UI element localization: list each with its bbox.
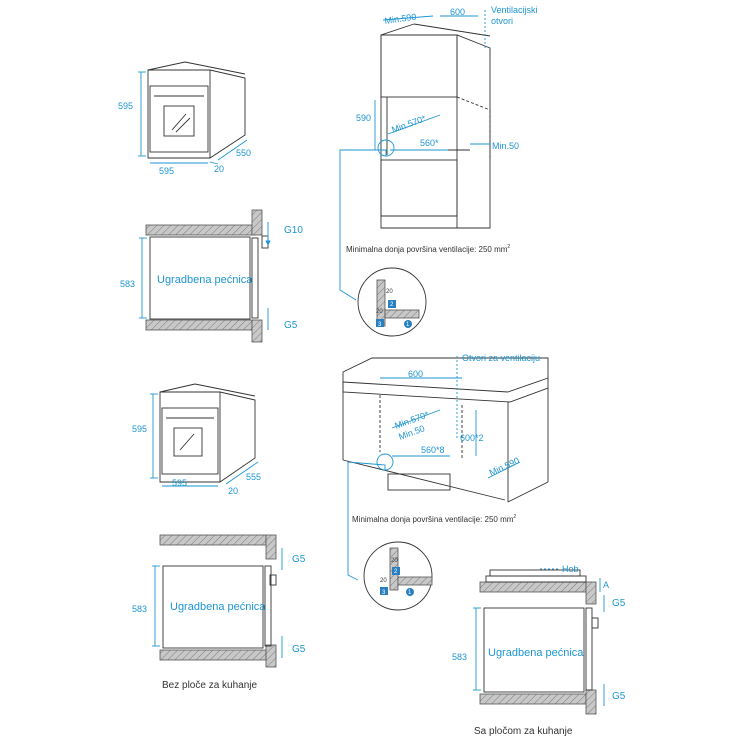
oven-b-drawing <box>150 383 259 487</box>
tall-niche-height: 590 <box>356 113 371 123</box>
oven-a-door: 20 <box>214 164 224 174</box>
oven-a-drawing <box>138 61 248 165</box>
detail-b-n2: 2 <box>394 569 398 575</box>
tall-depth: 600 <box>450 7 465 17</box>
section-c-gap-top: G5 <box>612 598 626 609</box>
section-b-height: 583 <box>132 604 147 614</box>
tall-vent-area: Minimalna donja površina ventilacije: 25… <box>346 244 510 254</box>
tall-unit-drawing <box>339 10 491 301</box>
section-a-height: 583 <box>120 279 135 289</box>
tall-vent-label-1: Ventilacijski <box>491 5 538 15</box>
detail-a-drawing <box>357 267 427 337</box>
base-vent-label: Otvori za ventilaciju <box>462 353 540 363</box>
section-b-gap-bottom: G5 <box>292 644 306 655</box>
tall-inner-depth: 560* <box>420 138 439 148</box>
tall-min-back: Min.50 <box>492 141 519 151</box>
detail-a-n3: 3 <box>378 322 382 328</box>
base-inner-depth: 560*8 <box>421 445 445 455</box>
section-c-height: 583 <box>452 652 467 662</box>
detail-b-n3: 3 <box>382 590 386 596</box>
base-height: 600*2 <box>460 433 484 443</box>
section-b-drawing <box>152 534 283 668</box>
section-c-caption: Sa pločom za kuhanje <box>474 726 573 737</box>
oven-b-depth: 555 <box>246 472 261 482</box>
section-b-gap-top: G5 <box>292 554 306 565</box>
section-c-hob: Hob <box>562 564 579 574</box>
detail-b-drawing <box>363 541 433 611</box>
oven-a-depth: 550 <box>236 148 251 158</box>
detail-a-n2: 2 <box>390 302 394 308</box>
tall-vent-label-2: otvori <box>491 16 513 26</box>
section-c-a: A <box>603 580 609 590</box>
section-c-oven-label: Ugradbena pećnica <box>488 647 584 659</box>
section-c-gap-bottom: G5 <box>612 691 626 702</box>
base-unit-drawing <box>342 356 549 581</box>
detail-a-d2: 20 <box>376 309 383 315</box>
detail-b-d1: 20 <box>391 558 398 564</box>
oven-b-height: 595 <box>132 424 147 434</box>
section-a-gap-top: G10 <box>284 225 303 236</box>
detail-b-n1: 1 <box>408 590 412 596</box>
oven-b-width: 595 <box>172 478 187 488</box>
base-min-width: Min.590 <box>488 455 521 478</box>
tall-min-depth: Min.570* <box>390 113 427 135</box>
base-depth: 600 <box>408 369 423 379</box>
detail-a-d1: 20 <box>386 289 393 295</box>
section-c-drawing <box>473 568 605 715</box>
section-b-oven-label: Ugradbena pećnica <box>170 601 266 613</box>
oven-b-door: 20 <box>228 486 238 496</box>
detail-b-d2: 20 <box>380 578 387 584</box>
tall-min-width: Min.590 <box>384 12 417 26</box>
section-b-caption: Bez ploče za kuhanje <box>162 680 258 691</box>
base-vent-area: Minimalna donja površina ventilacije: 25… <box>352 514 516 524</box>
oven-a-height: 595 <box>118 101 133 111</box>
section-a-gap-bottom: G5 <box>284 320 298 331</box>
oven-a-width: 595 <box>159 166 174 176</box>
section-a-oven-label: Ugradbena pećnica <box>157 274 253 286</box>
detail-a-n1: 1 <box>406 322 410 328</box>
section-a-drawing <box>139 209 271 343</box>
